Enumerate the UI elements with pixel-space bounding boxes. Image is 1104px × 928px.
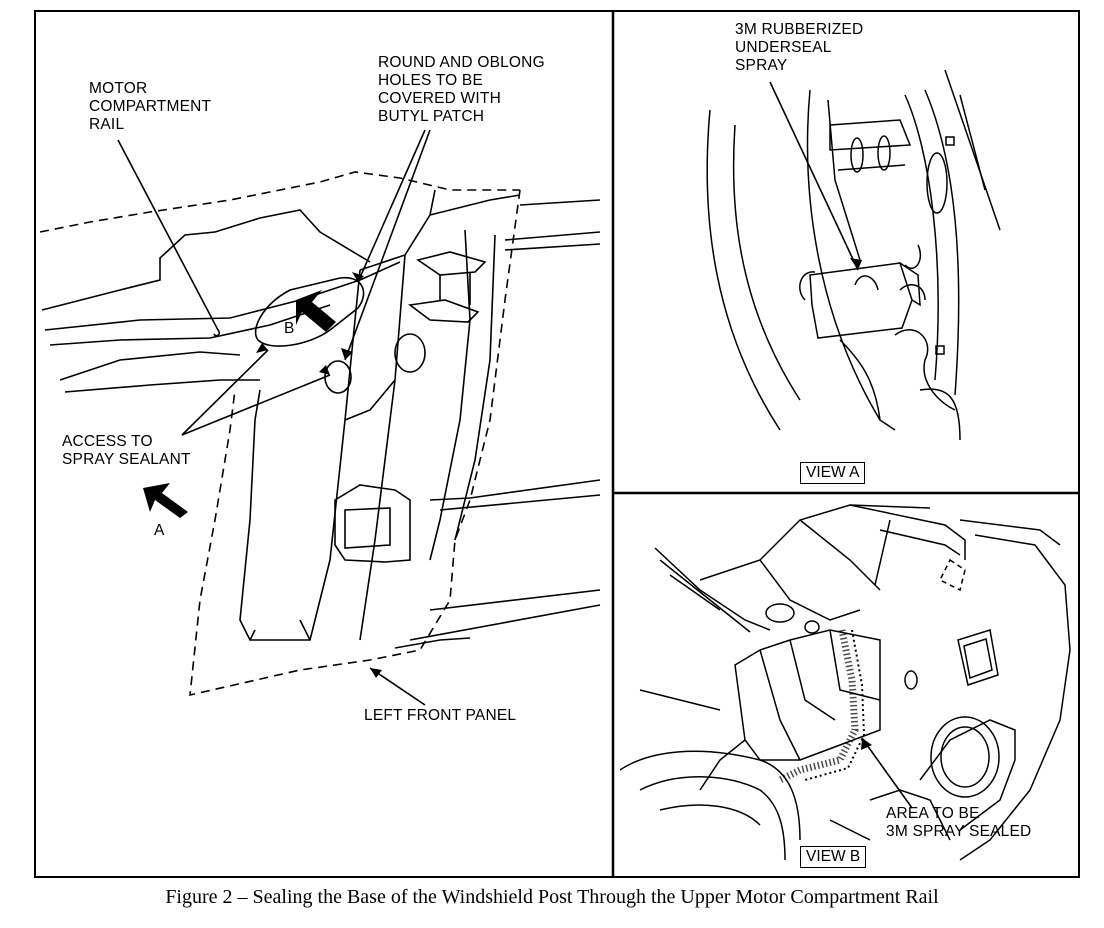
area-sealed-label: AREA TO BE 3M SPRAY SEALED	[886, 805, 1032, 840]
main-drawing	[39, 171, 601, 697]
view-b-arrow	[296, 290, 336, 332]
access-leader-1	[181, 349, 269, 436]
holes-label: ROUND AND OBLONG HOLES TO BE COVERED WIT…	[378, 54, 545, 125]
upper-clip	[416, 251, 487, 276]
leader-lines	[117, 129, 431, 706]
oblong-hole	[254, 276, 365, 347]
lower-clip	[334, 484, 411, 563]
panel-dashed-outline	[189, 189, 521, 697]
a-marker-label: A	[154, 522, 165, 539]
view-b-tag: VIEW B	[800, 846, 867, 868]
spray-can	[809, 262, 913, 339]
area-sealed-leader	[861, 737, 913, 809]
leader-arrowheads	[256, 272, 382, 678]
windshield-post	[359, 189, 436, 271]
view-a-hole-1	[850, 137, 864, 173]
cowl-top	[849, 504, 966, 560]
view-a-arrow	[143, 483, 188, 518]
access-leader-2	[181, 374, 331, 436]
view-b-wheel-arch	[619, 750, 801, 841]
access-label: ACCESS TO SPRAY SEALANT	[62, 433, 191, 468]
figure-frame	[34, 10, 1080, 878]
holes-leader-2	[344, 129, 431, 361]
rail-dashed-outline	[39, 171, 520, 233]
figure-caption: Figure 2 – Sealing the Base of the Winds…	[165, 886, 939, 908]
rail-bracket	[734, 629, 881, 761]
view-a-tag: VIEW A	[800, 462, 866, 484]
post-round-hole	[394, 333, 426, 373]
underseal-leader	[769, 81, 859, 271]
view-a-oblong	[926, 152, 948, 214]
motor-rail-label: MOTOR COMPARTMENT RAIL	[89, 80, 212, 133]
hand	[839, 339, 896, 431]
round-hole	[324, 360, 352, 394]
motor-rail-leader	[117, 139, 219, 331]
view-b-drawing	[619, 504, 1071, 861]
underseal-label: 3M RUBBERIZED UNDERSEAL SPRAY	[735, 21, 864, 74]
left-panel-leader	[369, 667, 426, 706]
rail-body	[41, 209, 371, 311]
view-b-square-hole	[957, 629, 999, 686]
view-b-large-hole	[930, 716, 1000, 798]
wheel-well-arc	[706, 109, 781, 431]
view-a-drawing	[706, 69, 1001, 441]
left-panel-label: LEFT FRONT PANEL	[364, 707, 517, 724]
sealed-area-band	[778, 629, 859, 784]
b-marker-label: B	[284, 320, 295, 337]
view-a-hole-2	[877, 135, 891, 171]
view-b-round-1	[765, 603, 795, 623]
holes-leader-1	[357, 129, 426, 283]
